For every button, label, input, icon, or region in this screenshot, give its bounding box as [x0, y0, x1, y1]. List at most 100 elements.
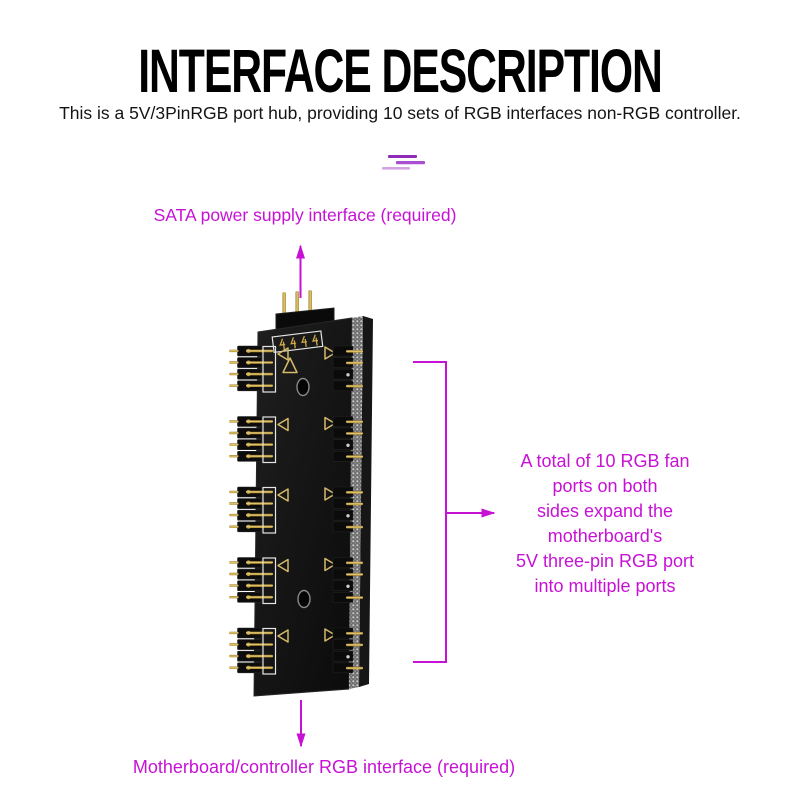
port-pin: [246, 502, 273, 505]
port-pin: [246, 595, 273, 599]
port-pin: [246, 420, 273, 423]
right-triangle-mark: [324, 628, 336, 642]
power-pin: [295, 291, 299, 317]
port-pin: [246, 666, 273, 669]
port-pin: [346, 525, 363, 529]
port-pin: [346, 573, 363, 576]
deco-line-2: [396, 161, 425, 165]
port-frame: [262, 486, 277, 534]
port-pin: [246, 372, 273, 376]
port-pin: [229, 502, 239, 505]
deco-lines-icon: [382, 155, 425, 170]
port-pin: [246, 443, 273, 446]
key-dot: [346, 443, 350, 447]
port-pin-head: [246, 454, 251, 459]
key-dot: [346, 655, 350, 659]
key-dot: [346, 514, 350, 518]
port-pin: [246, 454, 273, 458]
rgb-port-pair-4: [229, 557, 363, 605]
power-pin: [282, 292, 286, 318]
ports-description-line: sides expand the: [536, 501, 674, 521]
deco-line-1: [388, 155, 417, 158]
port-pin: [246, 513, 273, 517]
port-pin-head: [246, 583, 251, 588]
ports-description-label: A total of 10 RGB fan ports on both side…: [500, 449, 710, 599]
rgb-port-pair-1: [229, 345, 363, 393]
port-pin: [246, 643, 273, 646]
rgb-port-pair-3: [229, 486, 363, 534]
mounting-hole: [296, 377, 310, 397]
port-pin: [346, 632, 363, 635]
port-pin-head: [246, 513, 251, 518]
port-pin-head: [246, 501, 251, 506]
port-frame: [262, 416, 277, 464]
power-pin: [308, 290, 312, 316]
right-triangle-mark: [324, 487, 336, 501]
port-pin-head: [246, 383, 251, 388]
deco-line-3: [382, 167, 410, 170]
port-pin: [229, 572, 239, 576]
left-triangle-mark: [277, 417, 289, 432]
port-pin: [246, 349, 273, 353]
port-pin: [246, 584, 273, 587]
port-pin: [346, 491, 363, 494]
port-pin-head: [246, 489, 251, 494]
port-pin: [346, 350, 363, 353]
port-pin-head: [246, 430, 251, 436]
port-pin: [346, 666, 363, 670]
port-pin: [246, 631, 273, 635]
port-pin: [229, 654, 239, 658]
port-pin-head: [246, 419, 251, 424]
port-pin: [246, 431, 273, 435]
port-pin: [229, 443, 239, 446]
port-pin: [246, 490, 273, 494]
port-pin: [229, 384, 239, 387]
port-pin-head: [246, 442, 251, 447]
port-pin: [229, 420, 239, 423]
port-pin-head: [246, 665, 251, 670]
port-pin-head: [246, 372, 251, 377]
up-triangle-mark: [282, 357, 298, 374]
port-pin-head: [246, 560, 251, 565]
ports-description-line: motherboard's: [547, 526, 663, 546]
ports-description-line: ports on both: [552, 476, 658, 496]
port-pin: [229, 361, 239, 364]
port-pin: [346, 502, 363, 506]
rgb-port-pair-2: [229, 416, 363, 464]
right-triangle-mark: [324, 557, 336, 572]
port-housing: [332, 509, 354, 521]
port-pin-head: [246, 360, 251, 365]
silkscreen-label-box: [271, 330, 324, 354]
port-housing: [332, 650, 354, 662]
port-pin-head: [246, 348, 251, 353]
ports-description-line: into multiple ports: [534, 576, 676, 596]
port-pin: [229, 349, 239, 353]
right-triangle-mark: [324, 416, 336, 431]
port-frame: [262, 557, 277, 605]
port-pin: [229, 525, 239, 528]
rgb-hub-pcb-image: [229, 290, 373, 697]
port-pin: [246, 572, 273, 576]
port-pin: [246, 361, 273, 364]
port-pin: [346, 432, 363, 435]
port-pin: [346, 455, 363, 458]
port-pin: [346, 561, 363, 565]
port-pin: [229, 431, 239, 435]
key-dot: [346, 584, 350, 588]
page-subtitle: This is a 5V/3PinRGB port hub, providing…: [59, 103, 741, 123]
board-side-shadow: [359, 316, 373, 687]
port-pin: [246, 384, 273, 387]
port-frame: [262, 627, 277, 675]
port-pin-head: [246, 524, 251, 529]
port-pin: [229, 596, 239, 599]
port-pin: [229, 372, 239, 376]
port-pin-head: [246, 642, 251, 647]
right-triangle-mark: [324, 346, 336, 360]
port-pin: [346, 643, 363, 647]
port-pin: [229, 631, 239, 635]
pcb-board: [253, 316, 373, 697]
rgb-ports: [229, 345, 363, 675]
port-pin: [229, 643, 239, 646]
port-pin: [246, 654, 273, 658]
